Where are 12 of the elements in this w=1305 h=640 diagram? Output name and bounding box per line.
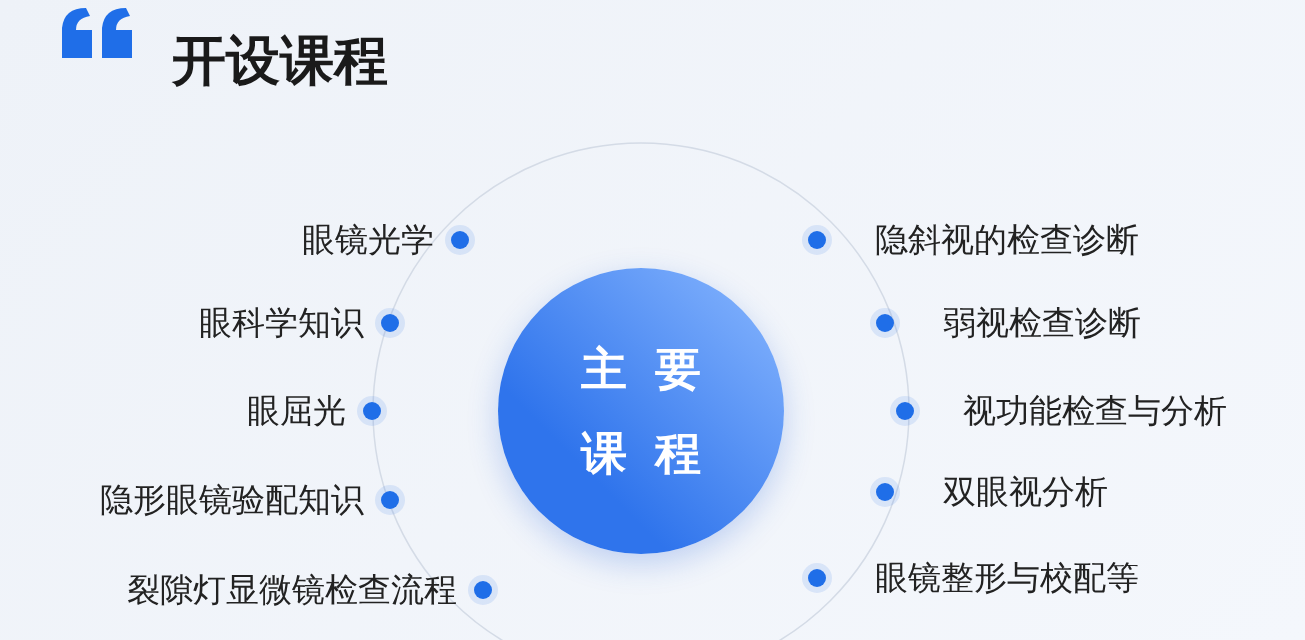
- course-label: 弱视检查诊断: [943, 303, 1141, 343]
- page-title: 开设课程: [172, 28, 388, 94]
- course-label: 视功能检查与分析: [963, 391, 1227, 431]
- course-label: 眼屈光: [247, 391, 346, 431]
- course-label: 隐斜视的检查诊断: [875, 220, 1139, 260]
- course-label: 双眼视分析: [943, 472, 1108, 512]
- course-label: 眼镜光学: [302, 220, 434, 260]
- course-label: 眼镜整形与校配等: [875, 558, 1139, 598]
- course-label: 眼科学知识: [199, 303, 364, 343]
- course-label: 隐形眼镜验配知识: [100, 480, 364, 520]
- course-label: 裂隙灯显微镜检查流程: [127, 570, 457, 610]
- circle-text: 主要课程: [579, 341, 730, 482]
